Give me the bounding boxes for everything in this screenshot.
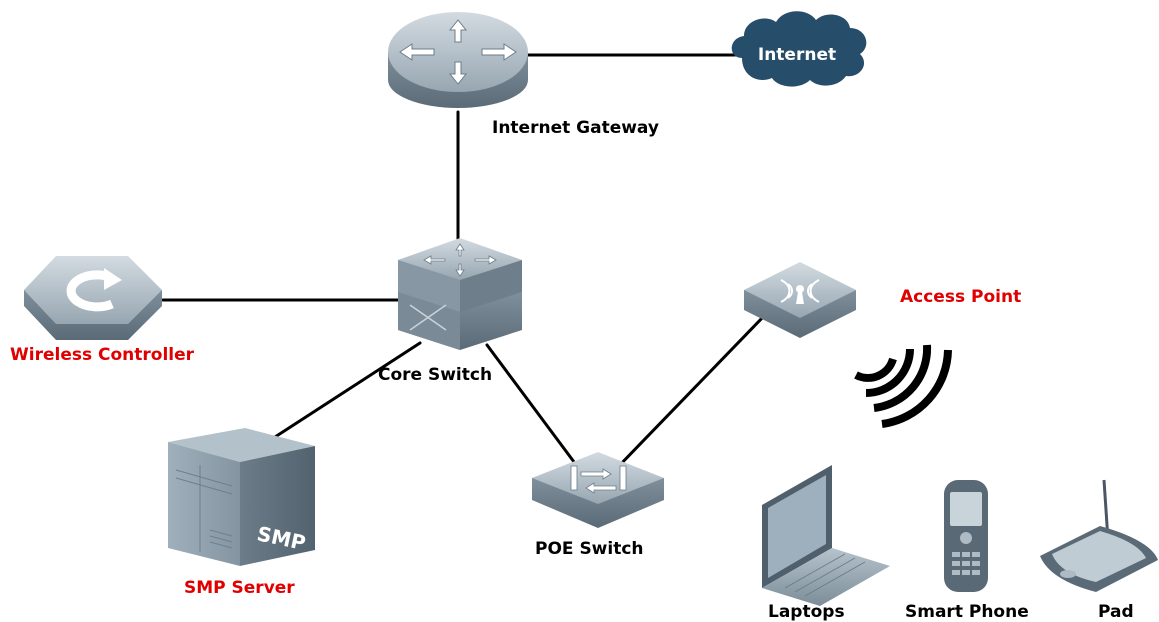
laptops-label: Laptops [768,602,845,622]
link-core-poe [485,343,582,472]
smart-phone-label: Smart Phone [905,602,1029,622]
core-switch-icon[interactable] [398,238,522,350]
smp-server-label: SMP Server [184,578,295,598]
poe-switch-label: POE Switch [535,539,644,559]
poe-switch-icon[interactable] [532,452,664,528]
link-core-server [273,341,422,439]
link-poe-ap [613,313,767,472]
smp-server-icon[interactable] [168,428,315,566]
smart-phone-icon[interactable] [944,480,988,592]
wireless-controller-icon[interactable] [24,256,162,340]
pad-label: Pad [1098,602,1134,622]
internet-cloud-icon[interactable] [731,11,867,87]
wireless-signal-icon [854,344,952,428]
access-point-label: Access Point [900,287,1021,307]
laptop-icon[interactable] [762,465,890,606]
internet-label: Internet [758,45,836,65]
gateway-router-icon[interactable] [388,12,528,108]
wireless-controller-label: Wireless Controller [10,345,195,365]
access-point-icon[interactable] [744,262,856,338]
gateway-label: Internet Gateway [492,118,659,138]
pad-icon[interactable] [1040,479,1158,592]
core-switch-label: Core Switch [378,365,492,385]
links [161,53,767,472]
